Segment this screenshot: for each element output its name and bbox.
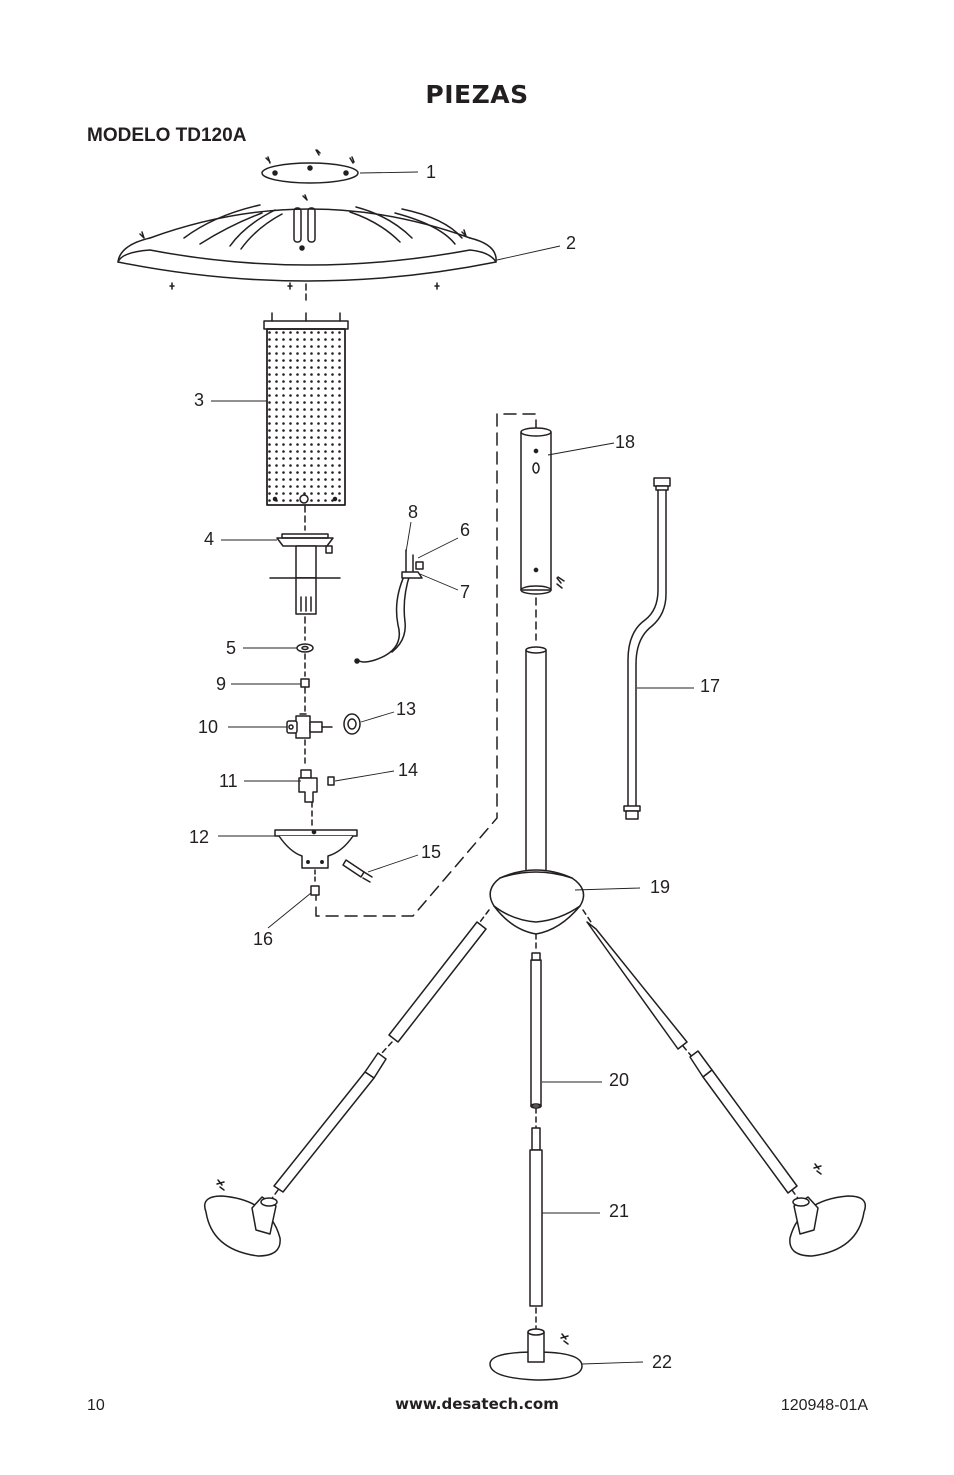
callout-17: 17 [700, 676, 720, 696]
part-leg-right-upper [586, 921, 688, 1050]
callout-7: 7 [460, 582, 470, 602]
part-gas-hose [623, 477, 671, 820]
callout-5: 5 [226, 638, 236, 658]
part-leg-left-lower [273, 1052, 387, 1193]
callout-19: 19 [650, 877, 670, 897]
assembly-line [380, 1041, 393, 1055]
part-foot-middle [489, 1328, 583, 1381]
assembly-line [479, 909, 490, 923]
part-leg-middle [530, 952, 542, 1109]
callout-12: 12 [189, 827, 209, 847]
part-top-cap [261, 149, 359, 184]
website-link[interactable]: www.desatech.com [395, 1395, 559, 1413]
callout-18: 18 [615, 432, 635, 452]
part-elbow-fitting [298, 769, 318, 803]
leader-lines [211, 171, 694, 1365]
callout-11: 11 [219, 771, 238, 791]
part-leg-middle-lower [529, 1127, 543, 1307]
page-number: 10 [87, 1397, 105, 1414]
callout-9: 9 [216, 674, 226, 694]
callout-2: 2 [566, 233, 576, 253]
callout-4: 4 [204, 529, 214, 549]
part-emitter-screen [263, 312, 349, 506]
part-leg-left-upper [388, 921, 487, 1043]
callout-15: 15 [421, 842, 441, 862]
part-valve-bracket [274, 829, 358, 869]
callout-6: 6 [460, 520, 470, 540]
part-orifice [300, 678, 310, 688]
callout-20: 20 [609, 1070, 629, 1090]
callout-13: 13 [396, 699, 416, 719]
callout-16: 16 [253, 929, 273, 949]
model-heading: MODELO TD120A [87, 125, 247, 146]
part-gas-valve [286, 713, 333, 739]
part-plug [327, 776, 335, 786]
part-upper-post [520, 427, 565, 595]
part-washer [296, 643, 314, 653]
part-base-and-post [489, 646, 585, 935]
part-igniter [342, 859, 373, 883]
part-thermocouple [354, 549, 424, 664]
page-title: PIEZAS [425, 80, 529, 109]
part-fitting [310, 885, 320, 896]
assembly-line [582, 909, 592, 923]
callout-21: 21 [609, 1201, 629, 1221]
callout-3: 3 [194, 390, 204, 410]
part-foot-left [204, 1179, 281, 1257]
part-leg-right-lower [689, 1050, 798, 1194]
hose-routing-line [315, 413, 537, 917]
part-burner [269, 533, 341, 615]
part-reflector-dome [117, 194, 497, 290]
callout-22: 22 [652, 1352, 672, 1372]
callout-14: 14 [398, 760, 418, 780]
part-foot-right [789, 1163, 866, 1257]
callout-10: 10 [198, 717, 218, 737]
document-number: 120948-01A [780, 1397, 868, 1414]
part-control-knob [343, 713, 361, 735]
callout-1: 1 [426, 162, 436, 182]
callout-8: 8 [408, 502, 418, 522]
